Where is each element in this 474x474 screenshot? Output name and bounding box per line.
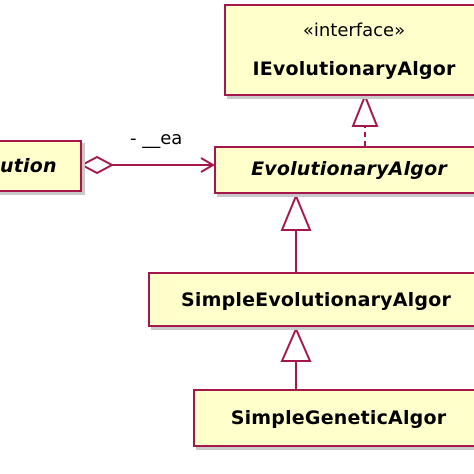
aggregation-arrowhead xyxy=(200,157,215,173)
class-box-evolutionaryalgorithm[interactable]: EvolutionaryAlgor xyxy=(214,146,474,194)
association-role-label: - __ea xyxy=(130,128,183,149)
abstract-class-name: EvolutionaryAlgor xyxy=(251,158,447,180)
aggregation-diamond xyxy=(79,155,115,175)
simple-ga-class-name: SimpleGeneticAlgor xyxy=(230,407,447,429)
simple-ea-class-name: SimpleEvolutionaryAlgor xyxy=(180,289,452,311)
class-box-simpleevolutionaryalgorithm[interactable]: SimpleEvolutionaryAlgor xyxy=(148,272,474,327)
class-box-left-partial[interactable]: ution xyxy=(0,140,82,192)
realization-arrowhead xyxy=(351,93,379,127)
left-class-name: ution xyxy=(0,155,57,177)
interface-class-name: IEvolutionaryAlgor xyxy=(252,58,456,80)
class-box-ievolutionaryalgorithm[interactable]: «interface» IEvolutionaryAlgor xyxy=(224,4,474,96)
generalization-arrowhead-simple-ea xyxy=(280,193,312,231)
class-box-simplegeneticalgorithm[interactable]: SimpleGeneticAlgor xyxy=(193,389,474,447)
generalization-arrowhead-simple-ga xyxy=(280,326,312,362)
interface-stereotype: «interface» xyxy=(302,20,406,41)
